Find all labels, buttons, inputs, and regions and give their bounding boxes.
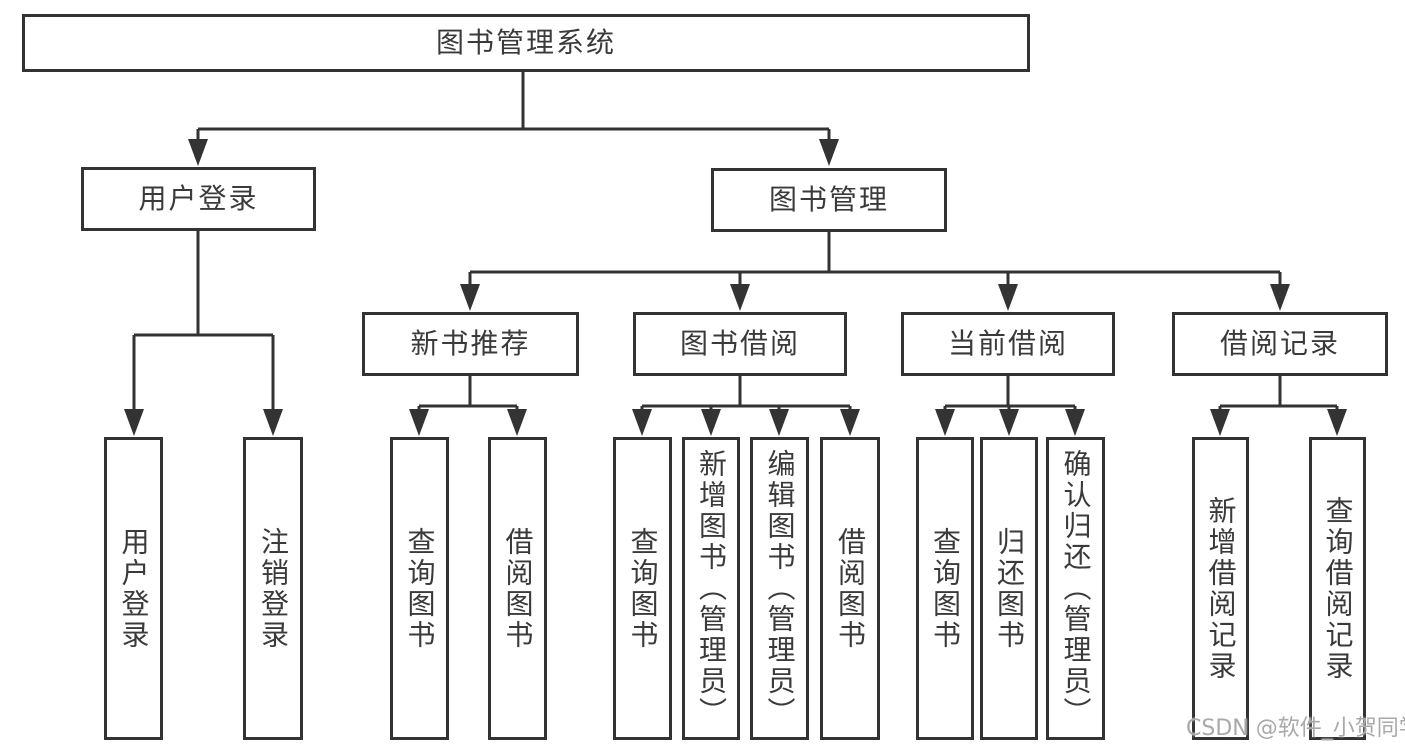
leaf-query-books-borrowing-label: 查询图书 [626,526,660,651]
leaf-query-borrow-record: 查询借阅记录 [1309,437,1366,740]
leaf-query-books-current-label: 查询图书 [929,526,962,651]
node-book-borrowing-label: 图书借阅 [679,327,800,360]
node-book-management-label: 图书管理 [768,183,889,216]
leaf-query-books-recommend: 查询图书 [390,437,449,740]
leaf-confirm-return-admin: 确认归还（管理员） [1046,437,1105,740]
node-borrow-records: 借阅记录 [1172,312,1388,376]
node-book-management: 图书管理 [711,168,947,232]
leaf-query-books-recommend-label: 查询图书 [403,526,437,651]
node-user-login: 用户登录 [81,167,316,231]
leaf-user-login-label: 用户登录 [117,526,151,651]
leaf-add-book-admin-label: 新增图书（管理员） [695,449,728,728]
leaf-borrow-books-recommend-label: 借阅图书 [501,526,535,651]
node-new-book-recommend-label: 新书推荐 [410,327,531,360]
leaf-borrow-books-borrowing: 借阅图书 [820,437,880,740]
node-book-borrowing: 图书借阅 [633,312,847,376]
leaf-add-book-admin: 新增图书（管理员） [682,437,740,740]
leaf-query-books-borrowing: 查询图书 [613,437,672,740]
leaf-return-books-label: 归还图书 [993,526,1026,651]
leaf-query-borrow-record-label: 查询借阅记录 [1321,495,1355,682]
leaf-borrow-books-recommend: 借阅图书 [488,437,547,740]
leaf-user-login: 用户登录 [104,437,163,740]
leaf-edit-book-admin: 编辑图书（管理员） [750,437,809,740]
leaf-logout: 注销登录 [243,437,303,740]
leaf-add-borrow-record: 新增借阅记录 [1192,437,1249,740]
leaf-query-books-current: 查询图书 [916,437,974,740]
leaf-add-borrow-record-label: 新增借阅记录 [1204,495,1238,682]
leaf-logout-label: 注销登录 [257,526,290,651]
node-new-book-recommend: 新书推荐 [362,312,579,376]
node-root-label: 图书管理系统 [435,26,616,59]
node-borrow-records-label: 借阅记录 [1219,327,1340,360]
node-current-borrowing: 当前借阅 [901,312,1115,376]
leaf-return-books: 归还图书 [980,437,1038,740]
leaf-confirm-return-admin-label: 确认归还（管理员） [1059,449,1093,728]
node-root: 图书管理系统 [22,14,1030,72]
node-user-login-label: 用户登录 [138,182,259,215]
leaf-edit-book-admin-label: 编辑图书（管理员） [763,449,797,728]
watermark: CSDN @软件_小贺同学 [1186,716,1405,741]
leaf-borrow-books-borrowing-label: 借阅图书 [834,526,867,651]
node-current-borrowing-label: 当前借阅 [947,327,1068,360]
